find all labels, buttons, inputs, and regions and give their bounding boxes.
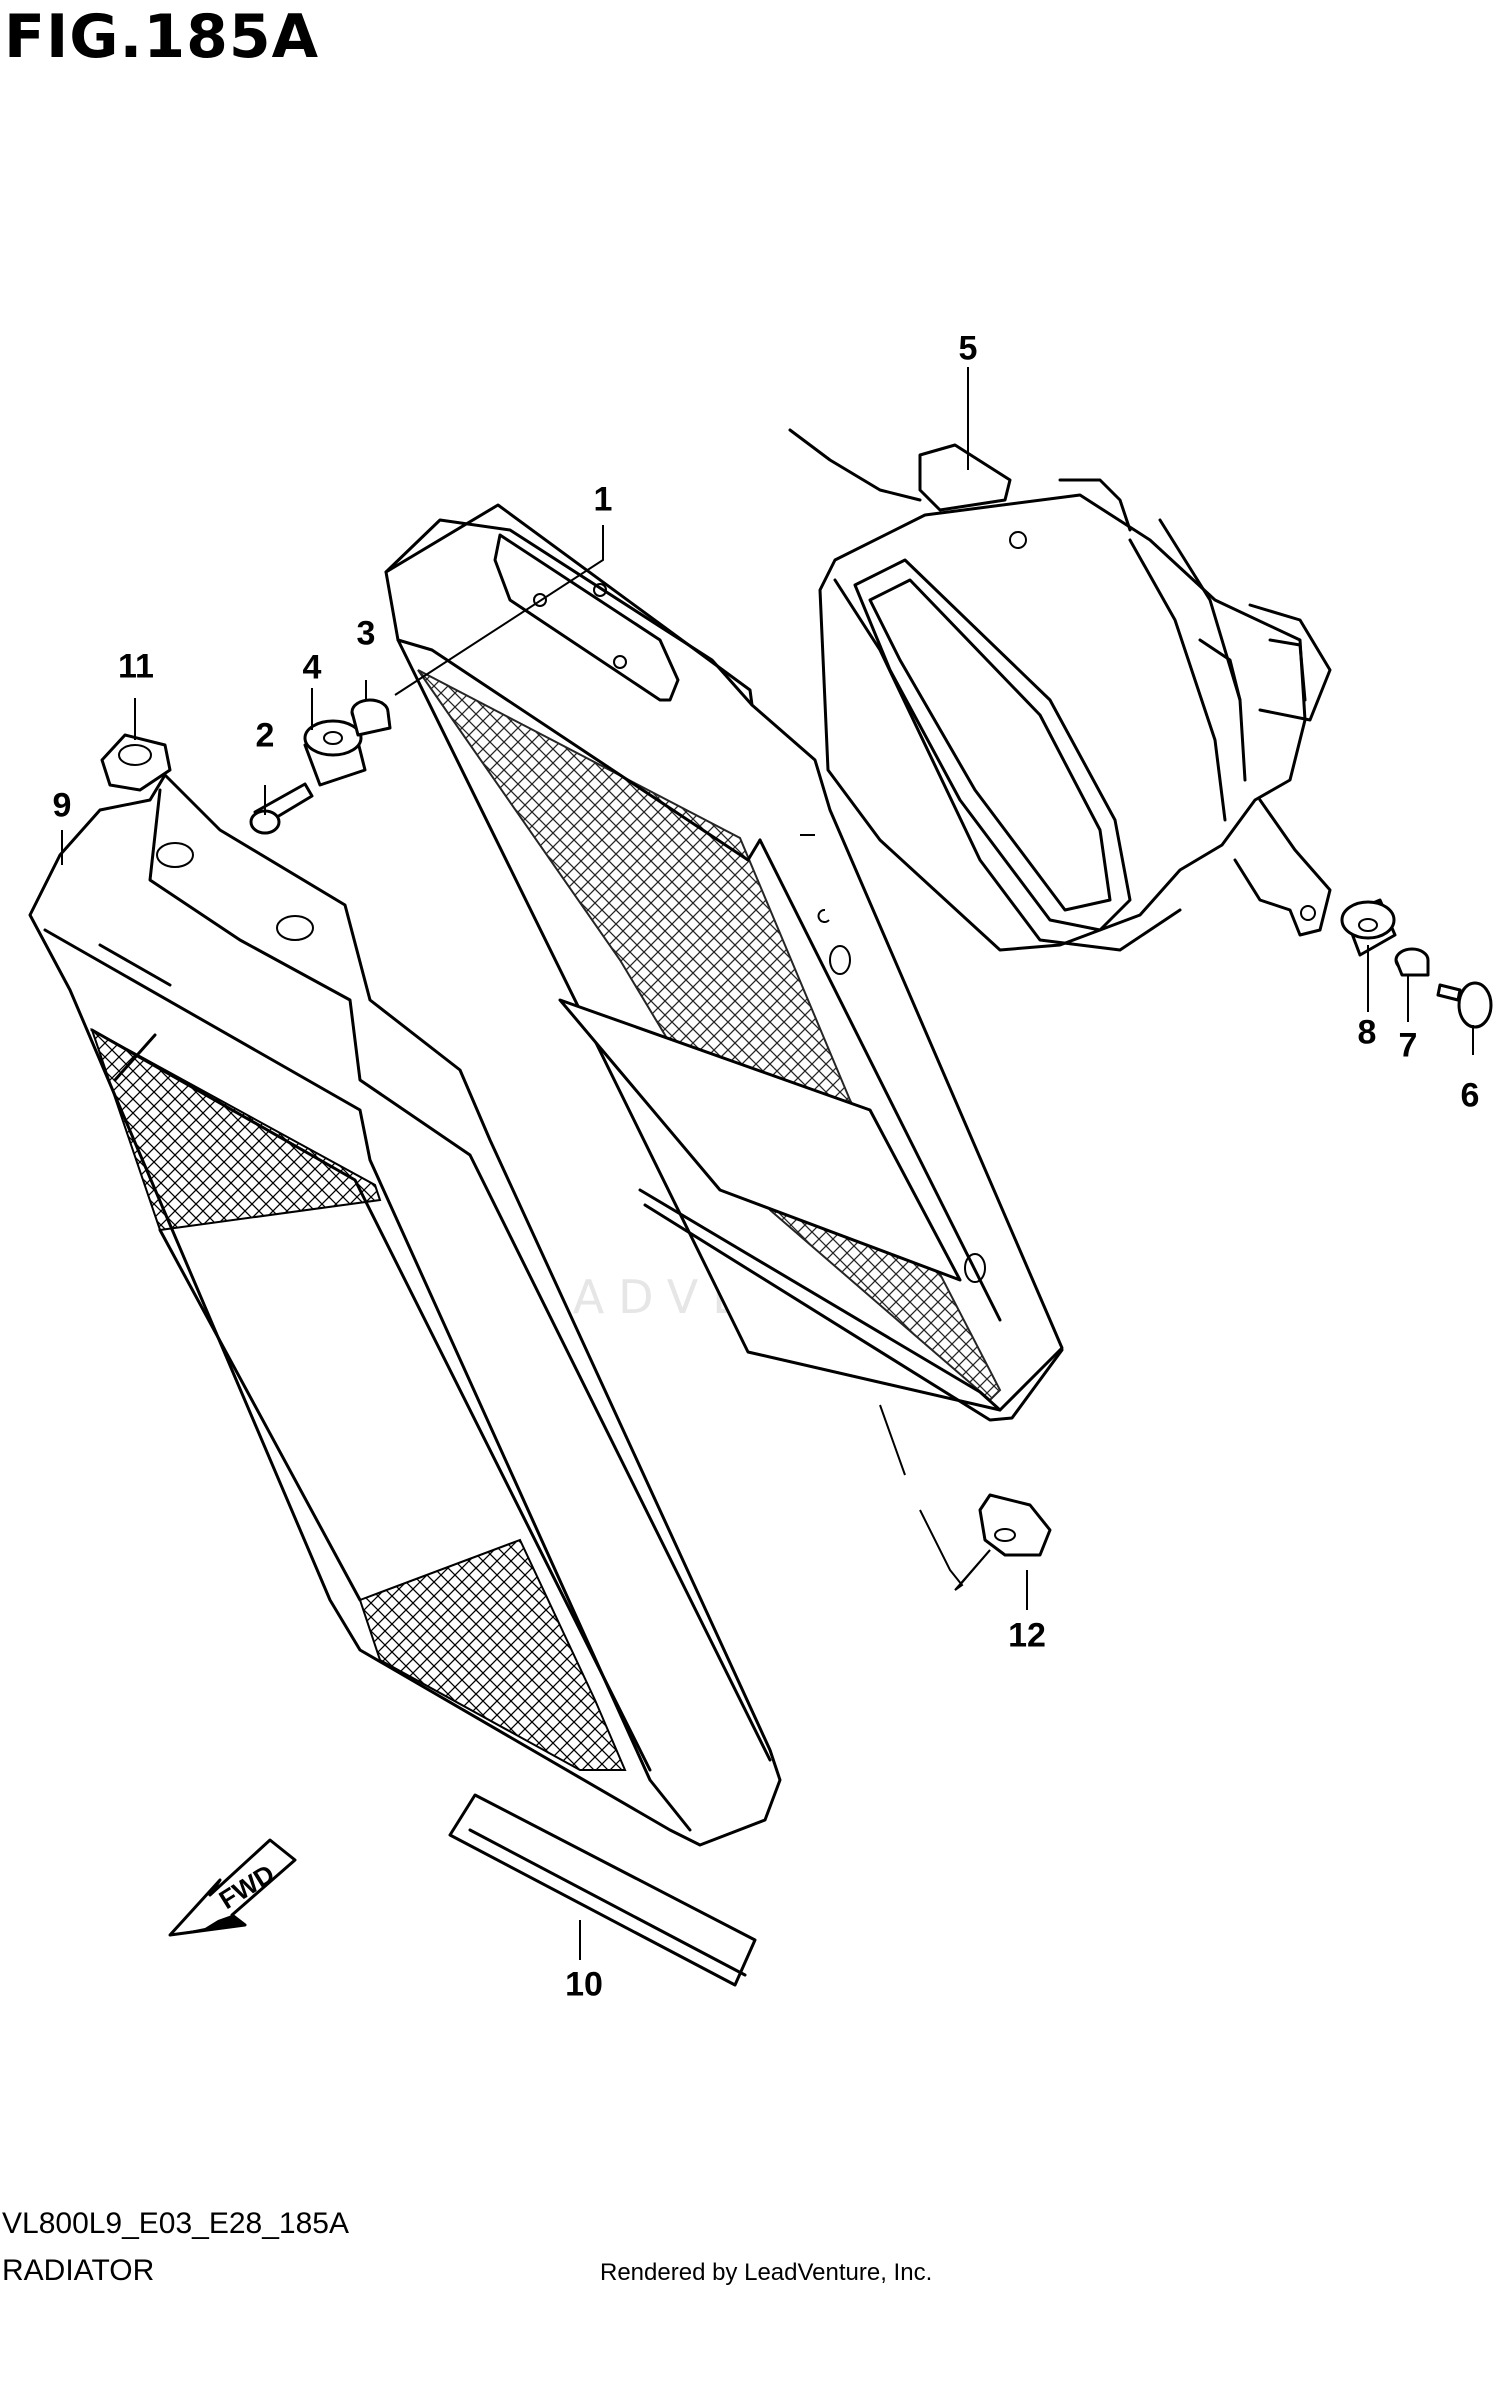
radiator-core xyxy=(384,503,1064,1422)
callout-5: 5 xyxy=(958,329,978,368)
grommet-11 xyxy=(100,733,172,792)
collar-7 xyxy=(1394,947,1430,977)
bolt-2 xyxy=(249,782,314,835)
callout-2: 2 xyxy=(255,716,275,755)
figure-title: FIG.185A xyxy=(4,2,320,72)
callout-12: 12 xyxy=(1008,1616,1046,1655)
model-code: VL800L9_E03_E28_185A xyxy=(2,2207,349,2240)
callout-10: 10 xyxy=(565,1965,603,2004)
callout-6: 6 xyxy=(1460,1076,1480,1115)
callout-8: 8 xyxy=(1357,1013,1377,1052)
grommet-12 xyxy=(978,1493,1052,1557)
cushion-4 xyxy=(303,719,367,787)
callout-9: 9 xyxy=(52,786,72,825)
callout-7: 7 xyxy=(1398,1026,1418,1065)
callout-1: 1 xyxy=(593,480,613,519)
cooling-fan-shroud xyxy=(788,428,1332,952)
cushion-8 xyxy=(1340,898,1397,957)
forward-direction-arrow xyxy=(168,1838,297,1937)
callout-4: 4 xyxy=(302,648,322,687)
seal-strip xyxy=(448,1793,757,1987)
callout-3: 3 xyxy=(356,614,376,653)
collar-3 xyxy=(350,698,392,737)
leader-lines xyxy=(61,367,1474,1960)
callout-11: 11 xyxy=(118,647,154,686)
bolt-6 xyxy=(1436,981,1493,1029)
render-credit: Rendered by LeadVenture, Inc. xyxy=(600,2259,933,2286)
diagram-name: RADIATOR xyxy=(2,2254,155,2287)
